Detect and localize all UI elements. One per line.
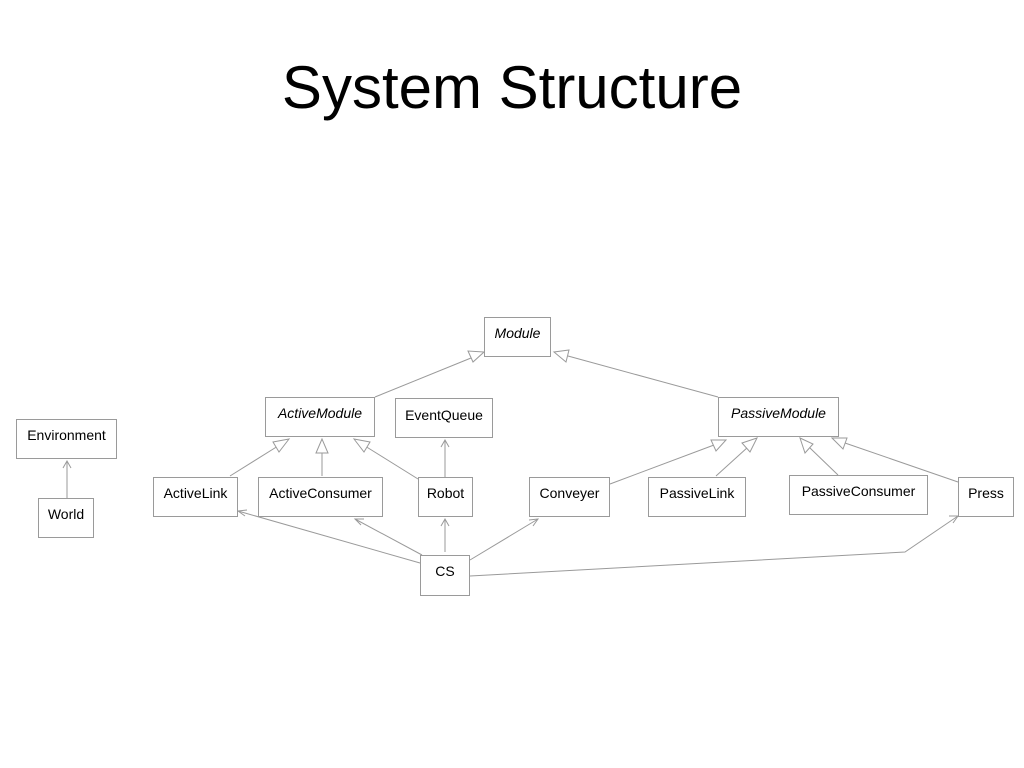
inheritance-arrowhead: [352, 438, 371, 453]
inheritance-arrowhead: [710, 439, 728, 452]
class-label: PassiveModule: [731, 405, 826, 421]
class-label: Press: [968, 485, 1004, 501]
open-arrowhead: [528, 518, 540, 527]
open-arrowhead: [236, 509, 248, 517]
association-line: [237, 510, 421, 564]
class-label: Conveyer: [539, 485, 600, 501]
class-cs[interactable]: CS: [420, 555, 470, 596]
inheritance-arrowhead: [552, 349, 570, 363]
class-label: Robot: [426, 485, 465, 501]
class-label: ActiveConsumer: [269, 485, 372, 501]
generalization-line: [609, 444, 715, 485]
class-active-link[interactable]: ActiveLink: [153, 477, 238, 517]
association-line: [469, 515, 959, 577]
inheritance-arrowhead: [467, 350, 486, 363]
inheritance-arrowhead: [741, 437, 758, 453]
page-title: System Structure: [281, 54, 743, 121]
inheritance-arrowhead: [272, 438, 291, 453]
generalization-line: [844, 442, 959, 483]
class-module[interactable]: Module: [484, 317, 551, 357]
class-label: PassiveLink: [659, 485, 735, 501]
class-label: ActiveModule: [277, 405, 363, 421]
class-robot[interactable]: Robot: [418, 477, 473, 517]
generalization-line: [715, 446, 749, 477]
class-press[interactable]: Press: [958, 477, 1014, 517]
class-active-consumer[interactable]: ActiveConsumer: [258, 477, 383, 517]
class-active-module[interactable]: ActiveModule: [265, 397, 375, 437]
generalization-line: [229, 445, 279, 477]
generalization-line: [567, 355, 719, 398]
class-label: Module: [494, 325, 541, 341]
class-label: World: [47, 506, 85, 522]
inheritance-arrowhead: [830, 437, 848, 450]
open-arrowhead: [440, 517, 450, 527]
class-label: EventQueue: [405, 407, 483, 423]
class-conveyer[interactable]: Conveyer: [529, 477, 610, 517]
class-label: PassiveConsumer: [801, 483, 916, 499]
class-label: ActiveLink: [163, 485, 228, 501]
generalization-line: [809, 447, 839, 476]
class-environment[interactable]: Environment: [16, 419, 117, 459]
inheritance-arrowhead: [799, 437, 814, 454]
generalization-line: [364, 445, 419, 480]
class-event-queue[interactable]: EventQueue: [395, 398, 493, 438]
class-world[interactable]: World: [38, 498, 94, 538]
class-label: Environment: [27, 427, 106, 443]
association-line: [354, 518, 423, 556]
open-arrowhead: [62, 459, 72, 469]
inheritance-arrowhead: [315, 437, 329, 454]
open-arrowhead: [440, 438, 450, 448]
class-label: CS: [435, 563, 455, 579]
generalization-line: [374, 357, 472, 398]
class-passive-module[interactable]: PassiveModule: [718, 397, 839, 437]
association-line: [469, 518, 539, 561]
open-arrowhead: [353, 518, 364, 526]
class-passive-consumer[interactable]: PassiveConsumer: [789, 475, 928, 515]
class-passive-link[interactable]: PassiveLink: [648, 477, 746, 517]
